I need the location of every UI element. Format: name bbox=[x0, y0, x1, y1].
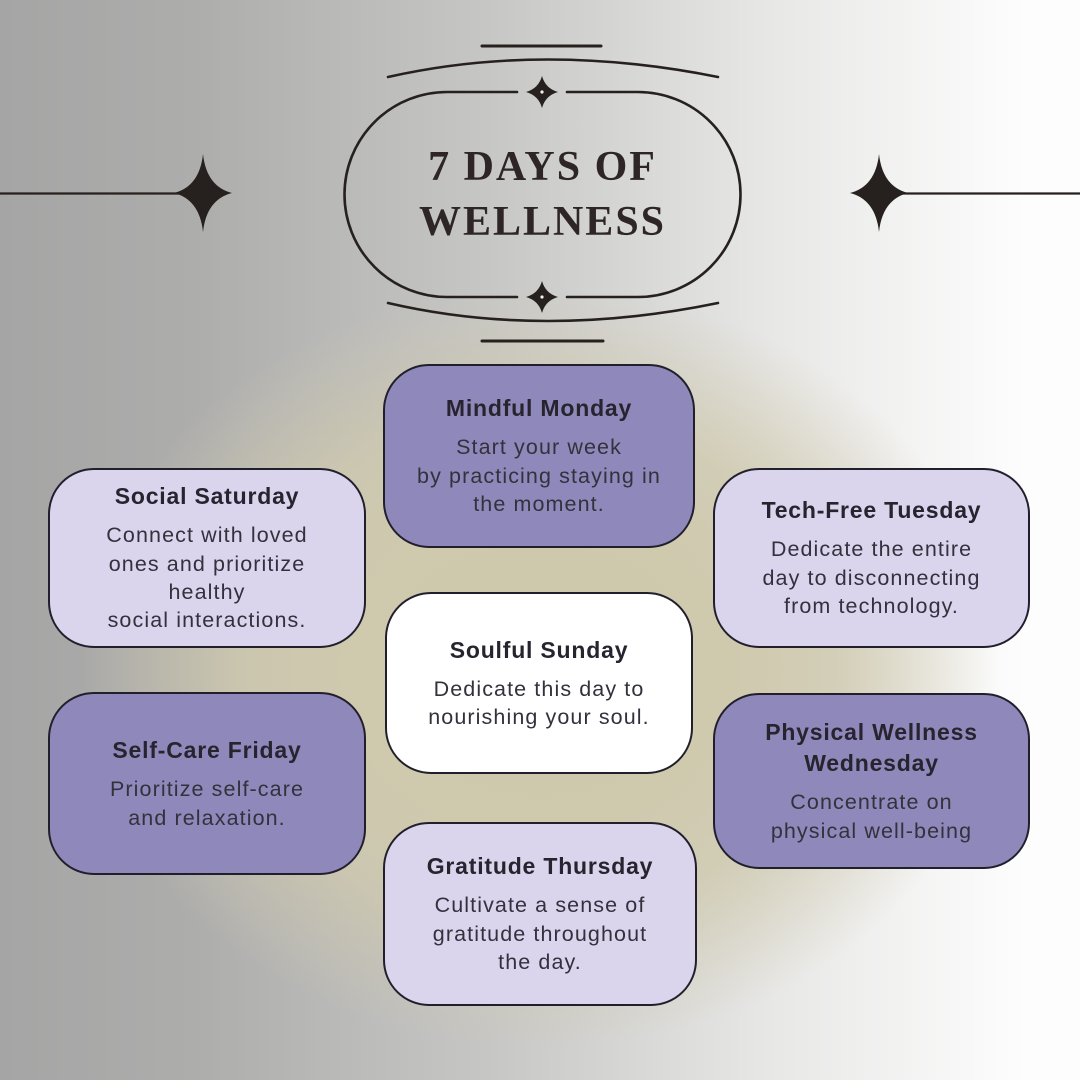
title-frame-ornament bbox=[343, 44, 742, 343]
card-body: Connect with loved ones and prioritize h… bbox=[106, 523, 308, 633]
card-tech-free-tuesday: Tech-Free Tuesday Dedicate the entire da… bbox=[713, 468, 1030, 648]
capsule-left bbox=[343, 90, 519, 299]
card-gratitude-thursday: Gratitude Thursday Cultivate a sense of … bbox=[383, 822, 697, 1006]
card-body: Start your week by practicing staying in… bbox=[417, 435, 661, 517]
card-body: Dedicate this day to nourishing your sou… bbox=[428, 676, 650, 730]
card-body: Cultivate a sense of gratitude throughou… bbox=[432, 893, 648, 975]
bottom-arc bbox=[386, 301, 720, 323]
card-body: Dedicate the entire day to disconnecting… bbox=[762, 537, 981, 619]
card-title: Gratitude Thursday bbox=[426, 853, 654, 880]
card-physical-wellness-wednesday: Physical Wellness Wednesday Concentrate … bbox=[713, 693, 1030, 869]
top-plus-star-center-dot bbox=[540, 90, 544, 94]
capsule-right bbox=[565, 90, 742, 299]
top-arc bbox=[386, 58, 720, 79]
card-self-care-friday: Self-Care Friday Prioritize self-care an… bbox=[48, 692, 366, 875]
card-soulful-sunday: Soulful Sunday Dedicate this day to nour… bbox=[385, 592, 693, 774]
card-body: Prioritize self-care and relaxation. bbox=[109, 777, 305, 830]
card-title: Physical Wellness Wednesday bbox=[765, 719, 978, 777]
card-social-saturday: Social Saturday Connect with loved ones … bbox=[48, 468, 366, 648]
card-body: Concentrate on physical well-being bbox=[770, 790, 973, 843]
header: 7 DAYS OF WELLNESS bbox=[0, 0, 1080, 360]
card-title: Mindful Monday bbox=[445, 395, 633, 422]
page-title: 7 DAYS OF WELLNESS bbox=[418, 143, 667, 245]
card-title: Social Saturday bbox=[114, 483, 300, 510]
card-title: Self-Care Friday bbox=[112, 737, 302, 764]
card-mindful-monday: Mindful Monday Start your week by practi… bbox=[383, 364, 695, 548]
card-title: Soulful Sunday bbox=[449, 636, 629, 663]
bottom-plus-star-center-dot bbox=[540, 295, 544, 299]
card-title: Tech-Free Tuesday bbox=[761, 497, 982, 524]
